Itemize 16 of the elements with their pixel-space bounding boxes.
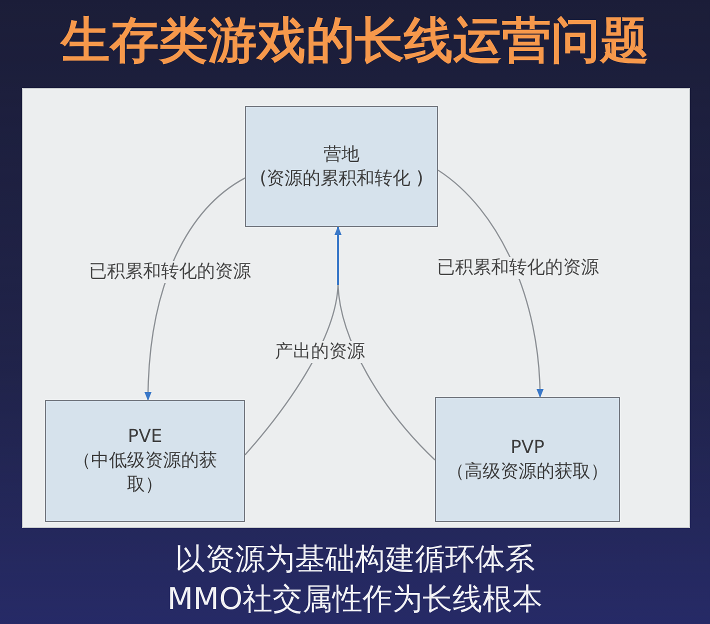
node-title: 营地 [324,142,360,166]
arrow [334,226,342,285]
node-text: (资源的累积和转化 ) [260,166,424,190]
arrow [438,170,544,398]
process-box [245,106,438,227]
slide-text: 以资源为基础构建循环体系 [175,542,535,578]
node-title: PVP [510,436,545,460]
slide-title: 生存类游戏的长线运营问题 [61,11,649,71]
node-title: PVE [128,425,162,449]
node-text: （中低级资源的获取） [72,449,218,497]
process-box [45,400,245,522]
slide-text: MMO社交属性作为长线根本 [167,582,543,618]
arrow [144,177,246,401]
edge-label: 产出的资源 [273,341,367,363]
node-text: （高级资源的获取） [446,460,608,484]
process-box [435,397,620,522]
